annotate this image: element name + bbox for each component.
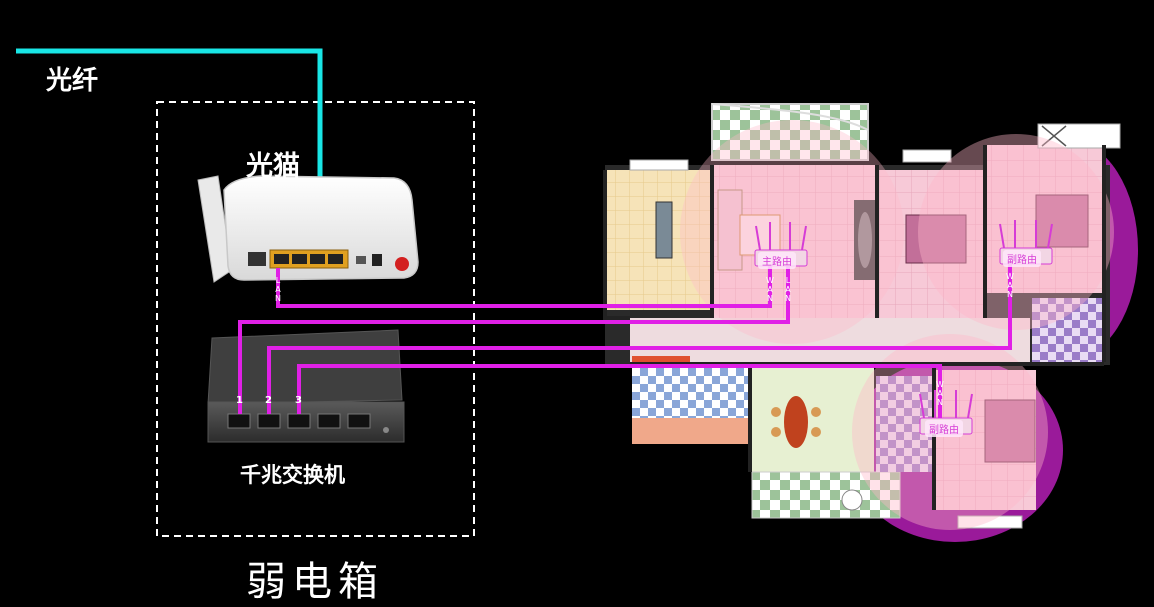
modem-port-phone [248, 252, 266, 266]
router-sub2-label: 副路由 [925, 420, 963, 437]
cable-switch2-to-sub1 [267, 264, 1012, 414]
cable-switch3-to-sub2 [297, 364, 942, 418]
fiber-line [16, 48, 323, 178]
switch-label: 千兆交换机 [240, 463, 345, 487]
switch-port-number-3: 3 [295, 395, 302, 406]
switch-port-2 [257, 413, 281, 429]
switch-port-1 [227, 413, 251, 429]
modem-power-button [395, 257, 409, 271]
switch-port-number-1: 1 [236, 395, 243, 406]
box-label: 弱电箱 [246, 559, 384, 605]
optical-modem [197, 175, 419, 283]
router-main-label: 主路由 [758, 252, 796, 269]
switch-port-5 [347, 413, 371, 429]
router-sub1-label: 副路由 [1003, 250, 1041, 267]
cable-switch1-to-main [238, 266, 790, 414]
balcony-bottom [751, 471, 901, 519]
cable-tag-sub2-wan: WAN [936, 380, 944, 407]
ethernet-cables [238, 264, 1012, 418]
cable-tag-main-wan: WAN [766, 276, 774, 303]
fiber-label: 光纤 [46, 66, 99, 96]
cable-modem-to-main [276, 266, 772, 308]
cable-tag-main-lan: LAN [785, 276, 791, 303]
switch-port-number-2: 2 [265, 395, 272, 406]
switch-port-4 [317, 413, 341, 429]
cable-tag-sub1-wan: WAN [1006, 272, 1014, 299]
switch-power-led [383, 427, 389, 433]
switch-port-3 [287, 413, 311, 429]
room-dining [752, 364, 874, 472]
coverage-main [680, 120, 904, 344]
corridor [630, 318, 1030, 363]
weak-current-box [156, 101, 475, 537]
room-bath-right [1032, 298, 1104, 362]
cable-tag-modem-lan: LAN [275, 276, 281, 303]
modem-label: 光猫 [246, 151, 300, 182]
